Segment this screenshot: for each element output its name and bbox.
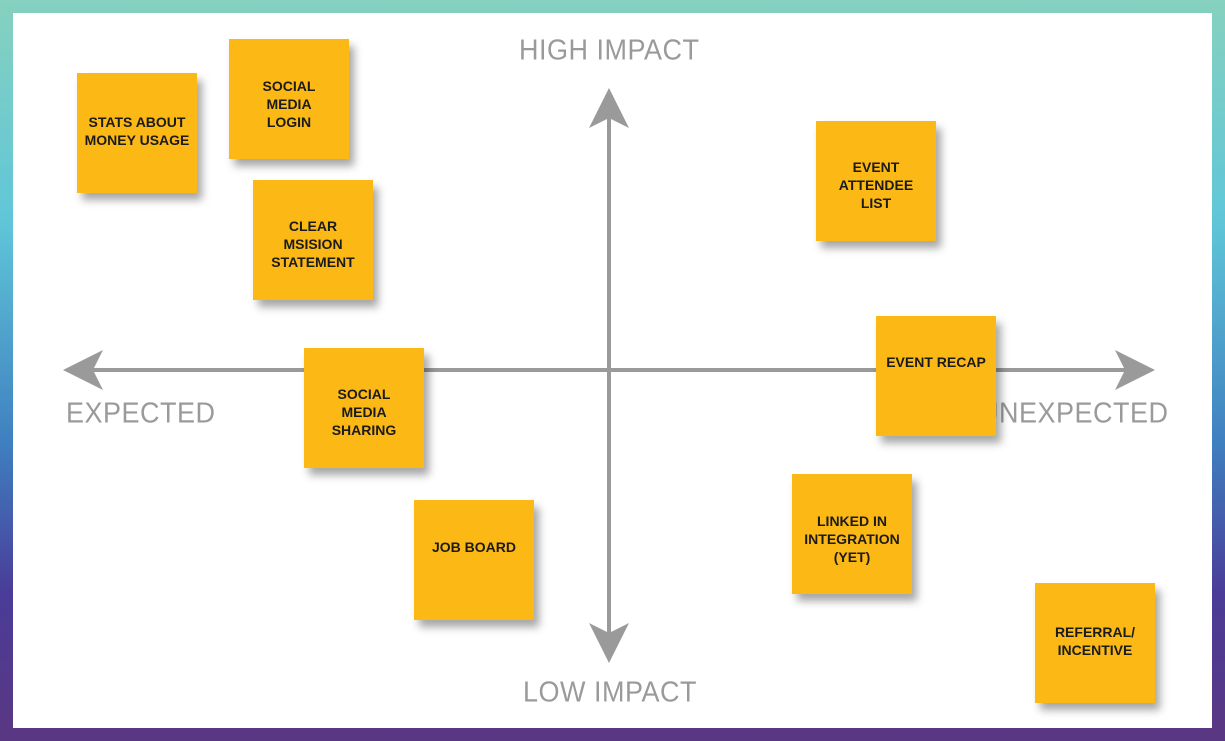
sticky-note-job-board: JOB BOARD xyxy=(414,500,534,620)
sticky-note-social-sharing: SOCIAL MEDIA SHARING xyxy=(304,348,424,468)
note-text: LINKED IN INTEGRATION (YET) xyxy=(804,513,900,565)
axis-label-unexpected: UNEXPECTED xyxy=(979,397,1169,429)
axis-label-expected: EXPECTED xyxy=(66,397,216,429)
sticky-note-referral: REFERRAL/ INCENTIVE xyxy=(1035,583,1155,703)
note-text: STATS ABOUT MONEY USAGE xyxy=(84,114,190,148)
note-text: REFERRAL/ INCENTIVE xyxy=(1054,624,1136,658)
arrow-down-icon xyxy=(589,623,629,663)
sticky-note-linkedin: LINKED IN INTEGRATION (YET) xyxy=(792,474,912,594)
axis-label-high-impact: HIGH IMPACT xyxy=(519,34,700,66)
note-text: EVENT RECAP xyxy=(886,354,986,370)
note-text: EVENT ATTENDEE LIST xyxy=(838,159,914,211)
matrix-canvas: HIGH IMPACT LOW IMPACT EXPECTED UNEXPECT… xyxy=(13,13,1212,728)
arrow-left-icon xyxy=(63,350,103,390)
sticky-note-social-login: SOCIAL MEDIA LOGIN xyxy=(229,39,349,159)
note-text: JOB BOARD xyxy=(431,539,516,555)
sticky-note-mission: CLEAR MSISION STATEMENT xyxy=(253,180,373,300)
arrow-up-icon xyxy=(589,88,629,128)
sticky-note-stats-money: STATS ABOUT MONEY USAGE xyxy=(77,73,197,193)
sticky-note-attendee-list: EVENT ATTENDEE LIST xyxy=(816,121,936,241)
arrow-right-icon xyxy=(1115,350,1155,390)
note-text: SOCIAL MEDIA LOGIN xyxy=(262,78,316,130)
axis-label-low-impact: LOW IMPACT xyxy=(523,676,698,708)
note-text: SOCIAL MEDIA SHARING xyxy=(331,386,397,438)
note-text: CLEAR MSISION STATEMENT xyxy=(271,218,355,270)
sticky-note-event-recap: EVENT RECAP xyxy=(876,316,996,436)
